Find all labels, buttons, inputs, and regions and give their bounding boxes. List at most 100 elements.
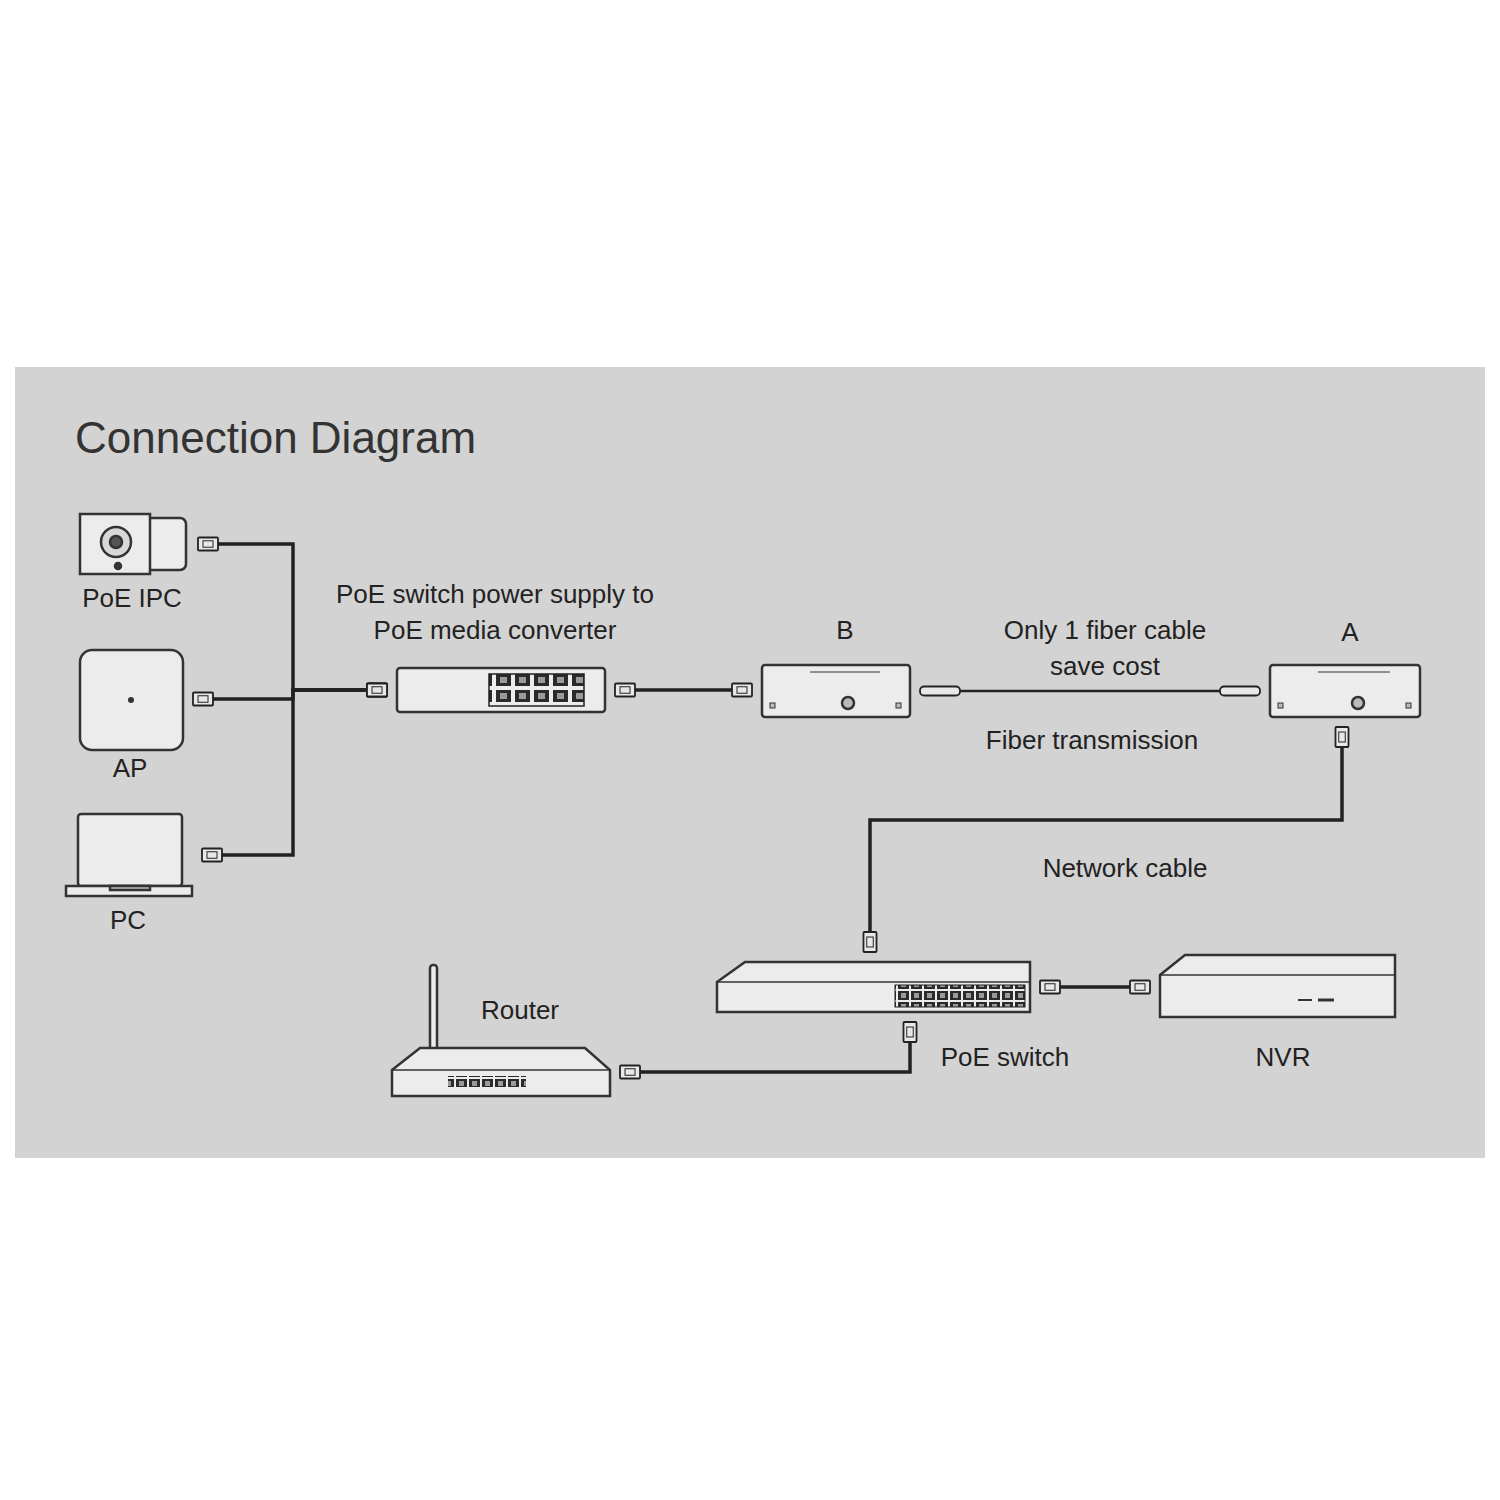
rj45-plug xyxy=(732,684,752,697)
rj45-plug-detail xyxy=(625,1069,635,1076)
converter-screw xyxy=(1406,703,1411,708)
poe-switch-edge xyxy=(717,981,1030,983)
cable-group xyxy=(202,684,387,862)
rj45-plug-detail xyxy=(867,937,874,947)
device-label: PoE switch power supply to PoE media con… xyxy=(310,576,680,648)
nvr-led xyxy=(1298,999,1312,1001)
rj45-plug-detail xyxy=(1135,984,1145,991)
rj45-plug xyxy=(620,1066,640,1079)
device-node: A xyxy=(1270,665,1420,717)
cable-group xyxy=(864,727,1349,952)
network-cable xyxy=(202,690,387,855)
cable-group xyxy=(198,538,387,697)
device-node: NVR xyxy=(1160,955,1395,1017)
rj45-plug xyxy=(615,684,635,697)
device-label: Router xyxy=(481,992,559,1028)
diagram-title: Connection Diagram xyxy=(75,410,476,466)
device-node: PoE switch power supply to PoE media con… xyxy=(397,668,605,712)
cable-label: Network cable xyxy=(1039,850,1212,886)
router-body xyxy=(392,1048,610,1096)
network-cable xyxy=(198,544,387,690)
converter-port xyxy=(1352,697,1364,709)
rj45-plug-detail xyxy=(620,687,630,694)
fiber-connector xyxy=(1220,687,1260,696)
access-point-body xyxy=(80,650,183,750)
rj45-plug xyxy=(367,684,387,697)
converter-print xyxy=(1318,672,1390,673)
rj45-plug-detail xyxy=(907,1027,914,1037)
rj45-plug xyxy=(367,684,387,697)
laptop-notch xyxy=(110,886,150,890)
router-edge xyxy=(392,1069,610,1071)
note-label: Fiber transmission xyxy=(986,722,1198,758)
device-node: AP xyxy=(80,648,183,750)
cable-group xyxy=(620,1022,917,1079)
rj45-plug-detail xyxy=(1339,732,1346,742)
fiber-cable xyxy=(920,690,1260,693)
rj45-plug xyxy=(1130,981,1150,994)
cable-group xyxy=(1040,981,1150,994)
rj45-plug xyxy=(864,932,877,952)
converter-screw xyxy=(1278,703,1283,708)
device-node: PoE switch xyxy=(717,962,1030,1012)
device-node: B xyxy=(762,665,910,717)
camera-lens-center xyxy=(110,536,122,548)
converter-body xyxy=(762,665,910,717)
device-node: PC xyxy=(66,812,192,898)
poe-switch-body xyxy=(717,962,1030,1012)
converter-screw xyxy=(770,703,775,708)
rj45-plug-detail xyxy=(198,696,208,703)
network-cable xyxy=(870,727,1342,952)
rj45-plug-detail xyxy=(737,687,747,694)
switch-ports xyxy=(895,985,1025,1007)
device-label: AP xyxy=(113,750,148,786)
device-label: PoE IPC xyxy=(82,580,182,616)
device-label: NVR xyxy=(1256,1039,1311,1075)
rj45-plug xyxy=(202,849,222,862)
camera-front xyxy=(80,514,150,574)
rj45-plug xyxy=(1040,981,1060,994)
cable-group xyxy=(615,684,752,697)
rj45-plug-detail xyxy=(203,541,213,548)
laptop-base xyxy=(66,886,192,896)
device-node: Router xyxy=(392,1048,610,1096)
rj45-plug xyxy=(367,684,387,697)
rj45-plug xyxy=(193,693,213,706)
nvr-edge xyxy=(1160,974,1395,976)
converter-port xyxy=(842,697,854,709)
small-switch-body xyxy=(397,668,605,712)
rj45-plug-detail xyxy=(1045,984,1055,991)
device-label: PoE switch xyxy=(941,1039,1070,1075)
camera-led xyxy=(115,563,121,569)
rj45-plug xyxy=(904,1022,917,1042)
rj45-plug-detail xyxy=(207,852,217,859)
device-label: PC xyxy=(110,902,146,938)
cable-group xyxy=(193,684,387,706)
switch-ports xyxy=(489,674,584,706)
fiber-connector xyxy=(920,687,960,696)
router-antenna xyxy=(430,965,437,1051)
rj45-plug xyxy=(198,538,218,551)
cable-label: Only 1 fiber cable save cost xyxy=(971,612,1239,684)
background-panel xyxy=(15,367,1485,1158)
rj45-plug xyxy=(1336,727,1349,747)
camera-lens xyxy=(101,527,131,557)
rj45-plug-detail xyxy=(372,687,382,694)
nvr-body xyxy=(1160,955,1395,1017)
cable-group xyxy=(920,687,1260,696)
device-label: A xyxy=(1341,614,1358,650)
device-node: PoE IPC xyxy=(80,505,188,583)
device-label: B xyxy=(836,612,853,648)
access-point-led xyxy=(128,697,134,703)
converter-body xyxy=(1270,665,1420,717)
converter-print xyxy=(810,672,880,673)
laptop-screen xyxy=(78,814,182,886)
router-ports xyxy=(448,1076,526,1087)
converter-screw xyxy=(896,703,901,708)
network-cable xyxy=(620,1022,910,1072)
nvr-led xyxy=(1318,999,1334,1002)
